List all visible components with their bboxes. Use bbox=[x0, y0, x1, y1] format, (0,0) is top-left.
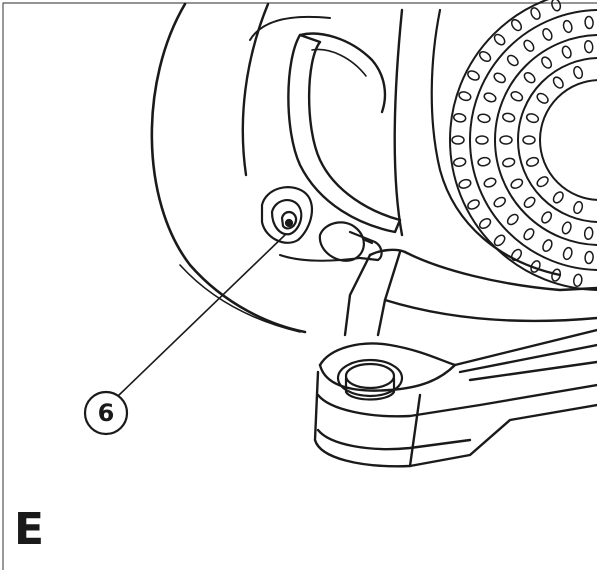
grille-hole bbox=[502, 112, 516, 123]
grille-hole bbox=[502, 157, 516, 168]
grille-hole bbox=[475, 135, 489, 145]
callout-circle bbox=[83, 390, 129, 436]
mid-curve-2 bbox=[430, 8, 562, 277]
grille-hole bbox=[562, 19, 573, 34]
grille-hole bbox=[584, 250, 594, 265]
grille-hole bbox=[530, 260, 541, 273]
grille-hole bbox=[572, 273, 583, 288]
grille-hole bbox=[522, 135, 536, 145]
grille-hole bbox=[561, 45, 572, 59]
grille-hole bbox=[573, 200, 584, 215]
grille-hole bbox=[493, 33, 506, 46]
grille-hole bbox=[458, 178, 472, 189]
grille-hole bbox=[523, 228, 535, 241]
housing-inner-edge bbox=[249, 15, 331, 41]
cover-inner-rim bbox=[311, 48, 367, 77]
grille-hole bbox=[483, 92, 497, 103]
grille-hole bbox=[458, 91, 472, 102]
grille-hole bbox=[477, 156, 491, 167]
release-button bbox=[260, 186, 314, 244]
cover-rim bbox=[298, 32, 387, 114]
callout-number-6: 6 bbox=[97, 399, 115, 427]
grille-hole bbox=[583, 226, 594, 241]
housing-inner-arc bbox=[241, 2, 270, 177]
grille-hole bbox=[510, 91, 524, 102]
foot-knob bbox=[336, 358, 404, 401]
mid-curve bbox=[393, 8, 404, 237]
grille-hole bbox=[451, 135, 465, 145]
foot-plate bbox=[313, 328, 597, 468]
grille-hole bbox=[541, 56, 553, 69]
grille-dots bbox=[451, 0, 594, 288]
grille-hole bbox=[493, 72, 506, 84]
grille-hole bbox=[493, 234, 506, 247]
grille-hole bbox=[552, 191, 564, 204]
grille-hole bbox=[541, 211, 553, 224]
grille-hole bbox=[530, 7, 541, 20]
support-neck bbox=[343, 248, 597, 337]
grille-hole bbox=[551, 268, 562, 282]
grille-hole bbox=[506, 213, 519, 226]
grille-hole bbox=[562, 246, 573, 261]
cover-body bbox=[287, 33, 402, 234]
grille-hole bbox=[499, 135, 513, 145]
grille-hole bbox=[477, 113, 491, 124]
grille-hole bbox=[542, 239, 553, 253]
grille-hole bbox=[510, 248, 523, 262]
grille-hole bbox=[467, 70, 480, 81]
grille-hole bbox=[478, 50, 492, 63]
panel-letter: E bbox=[14, 504, 45, 555]
speaker-grille bbox=[449, 0, 597, 291]
grille-hole bbox=[478, 217, 492, 230]
grille-hole bbox=[452, 112, 467, 123]
grille-hole bbox=[493, 196, 506, 208]
grille-hole bbox=[525, 156, 540, 167]
grille-hole bbox=[506, 54, 519, 67]
callout-leader-line bbox=[117, 233, 287, 397]
grille-hole bbox=[523, 196, 536, 209]
grille-hole bbox=[525, 113, 540, 124]
base-shadow-arc bbox=[279, 254, 361, 262]
grille-hole bbox=[561, 221, 572, 235]
grille-hole bbox=[536, 92, 549, 104]
grille-hole bbox=[573, 65, 584, 80]
housing-lower-contour bbox=[179, 264, 301, 333]
grille-hole bbox=[510, 18, 523, 32]
grille-hole bbox=[542, 27, 553, 41]
grille-hole bbox=[467, 199, 480, 210]
grille-hole bbox=[452, 157, 467, 168]
grille-hole bbox=[536, 176, 549, 188]
grille-hole bbox=[483, 177, 497, 188]
grille-hole bbox=[523, 71, 536, 84]
grille-hole bbox=[583, 39, 594, 54]
housing-outer-arc bbox=[150, 2, 307, 334]
grille-hole bbox=[552, 76, 564, 89]
grille-hole bbox=[551, 0, 562, 12]
grille-hole bbox=[510, 178, 524, 189]
grille-hole bbox=[523, 39, 535, 52]
grille-hole bbox=[584, 15, 594, 30]
